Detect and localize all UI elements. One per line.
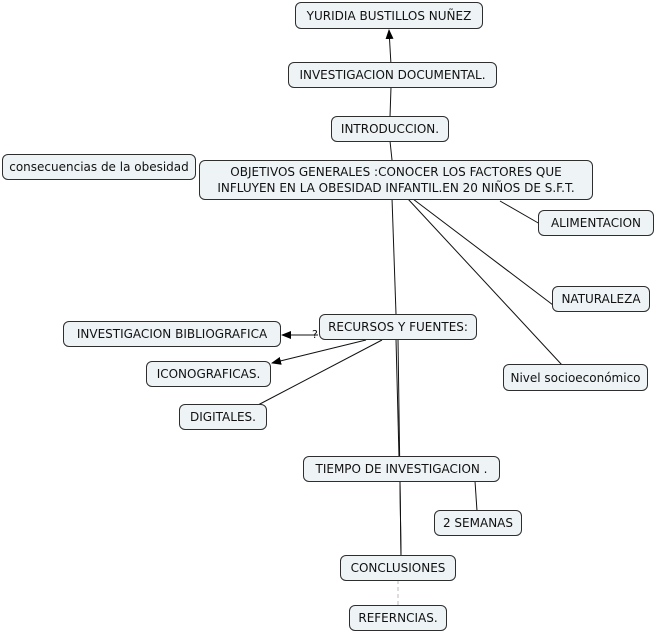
edge-recursos-iconograficas (271, 339, 367, 365)
node-investigacion-bibliografica[interactable]: INVESTIGACION BIBLIOGRAFICA (63, 321, 281, 347)
edge-objetivos-naturaleza (412, 198, 554, 306)
edge-investigacion-author (385, 29, 394, 66)
edge-recursos-digitales (257, 339, 383, 406)
node-investigacion-documental[interactable]: INVESTIGACION DOCUMENTAL. (288, 62, 497, 88)
edge-tiempo-semanas (474, 480, 478, 512)
node-digitales[interactable]: DIGITALES. (179, 404, 267, 430)
node-alimentacion[interactable]: ALIMENTACION (538, 210, 654, 236)
edge-objetivos-introduccion (389, 140, 393, 161)
edge-tiempo-conclusiones (399, 480, 402, 557)
node-author[interactable]: YURIDIA BUSTILLOS NUÑEZ (295, 2, 483, 29)
node-objetivos-generales[interactable]: OBJETIVOS GENERALES :CONOCER LOS FACTORE… (199, 160, 593, 200)
edge-objetivos-alimentacion (499, 200, 541, 225)
node-recursos-fuentes[interactable]: RECURSOS Y FUENTES: (319, 314, 477, 340)
edge-objetivos-recursos (391, 197, 397, 315)
link-marker: ? (312, 328, 318, 341)
edge-introduccion-investigacion (389, 86, 392, 118)
edge-objetivos-nivel (407, 198, 563, 366)
node-naturaleza[interactable]: NATURALEZA (552, 286, 650, 312)
node-consecuencias[interactable]: consecuencias de la obesidad (2, 154, 196, 180)
node-introduccion[interactable]: INTRODUCCION. (331, 116, 449, 142)
node-2-semanas[interactable]: 2 SEMANAS (434, 510, 522, 536)
node-tiempo-investigacion[interactable]: TIEMPO DE INVESTIGACION . (303, 456, 500, 482)
node-conclusiones[interactable]: CONCLUSIONES (340, 555, 456, 581)
node-nivel-socioeconomico[interactable]: Nivel socioeconómico (503, 364, 648, 391)
edge-recursos-tiempo (395, 338, 400, 458)
node-referencias[interactable]: REFERNCIAS. (349, 605, 447, 631)
node-iconograficas[interactable]: ICONOGRAFICAS. (146, 361, 271, 387)
